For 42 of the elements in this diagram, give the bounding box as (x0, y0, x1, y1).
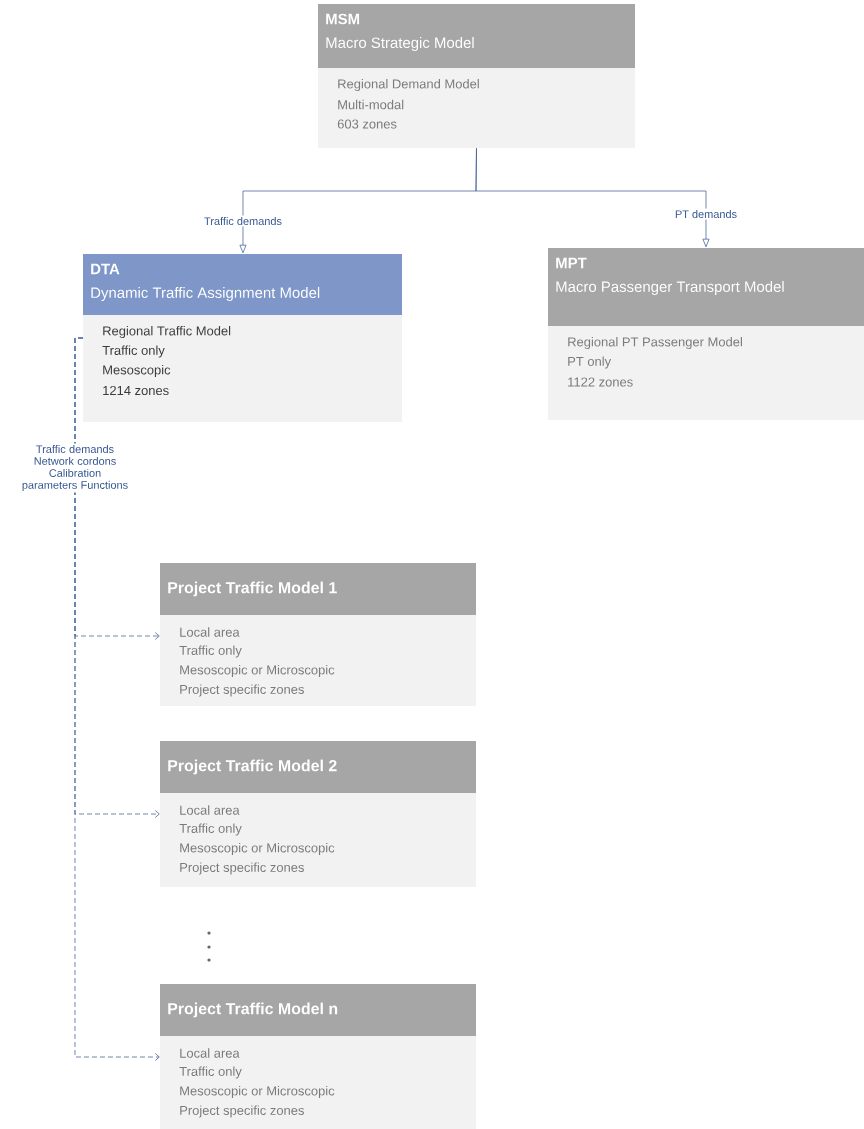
list-item: Multi-modal (338, 99, 404, 110)
list-item: Local area (180, 805, 240, 815)
list-item: Regional Demand Model (338, 78, 479, 92)
model-box (160, 984, 476, 1129)
title-text: Project Traffic Model n (168, 1002, 338, 1018)
list-item: Regional PT Passenger Model (568, 336, 742, 350)
subtitle-text: Macro Strategic Model (326, 37, 474, 51)
list-item: Traffic only (102, 345, 165, 358)
list-item: Project specific zones (180, 1105, 304, 1118)
list-item: Traffic only (179, 1066, 242, 1079)
list-item: Project specific zones (180, 684, 304, 697)
edge-label: Traffic demands (202, 215, 284, 227)
title-text: MPT (556, 257, 587, 269)
list-item: 603 zones (337, 119, 397, 129)
subtitle-text: Macro Passenger Transport Model (556, 281, 784, 295)
model-box (160, 563, 476, 706)
list-item: Mesoscopic or Microscopic (180, 1085, 335, 1099)
connector-arrow (74, 337, 160, 1061)
list-item: Traffic only (179, 645, 242, 658)
list-item: Project specific zones (180, 862, 304, 875)
list-item: 1214 zones (103, 385, 169, 396)
connector-arrow (475, 147, 710, 248)
model-box (318, 4, 635, 148)
model-box (548, 248, 864, 420)
list-item: Mesoscopic (103, 364, 171, 378)
title-text: Project Traffic Model 2 (168, 759, 337, 775)
title-text: DTA (91, 263, 120, 275)
list-item: Mesoscopic or Microscopic (180, 664, 335, 678)
list-item: Local area (180, 1048, 240, 1058)
list-item: 1122 zones (568, 377, 633, 387)
list-item: Mesoscopic or Microscopic (180, 842, 335, 856)
list-item: Local area (180, 627, 240, 637)
model-box (160, 741, 476, 887)
edge-label: Traffic demands Network cordons Calibration parameters Functions (15, 443, 135, 493)
model-box (83, 254, 402, 422)
list-item: Regional Traffic Model (103, 325, 231, 339)
title-text: Project Traffic Model 1 (168, 581, 337, 597)
subtitle-text: Dynamic Traffic Assignment Model (91, 287, 320, 301)
list-item: PT only (568, 356, 612, 369)
list-item: Traffic only (179, 823, 242, 836)
title-text: MSM (326, 13, 360, 25)
edge-label: PT demands (673, 208, 739, 220)
